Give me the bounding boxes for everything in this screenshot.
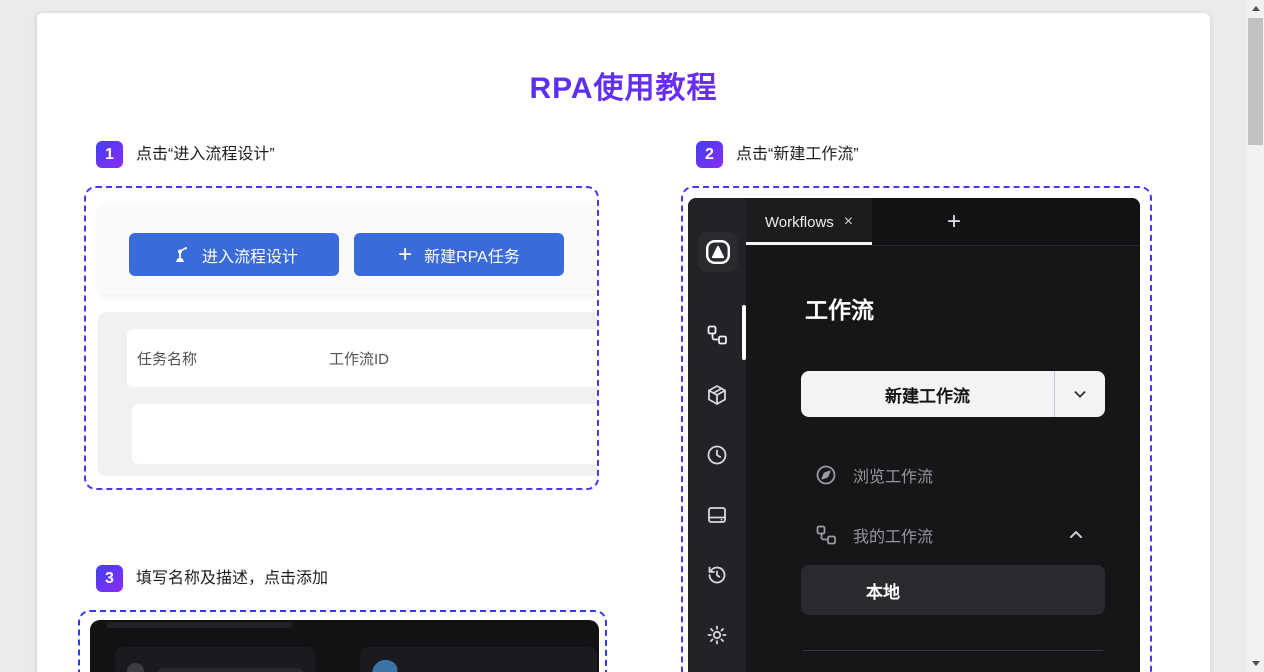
scrollbar-thumb[interactable] <box>1248 18 1263 145</box>
compass-icon <box>814 463 838 487</box>
split-button-divider <box>1054 371 1055 417</box>
menu-divider <box>803 650 1103 651</box>
my-workflows-label: 我的工作流 <box>853 529 934 546</box>
task-table-panel: 任务名称 工作流ID <box>98 312 597 476</box>
workflows-heading: 工作流 <box>805 297 874 323</box>
scroll-up-button[interactable] <box>1247 0 1264 17</box>
toolbar-panel: 进入流程设计 + 新建RPA任务 <box>98 204 597 294</box>
chevron-up-icon[interactable] <box>1066 525 1086 545</box>
workflow-icon <box>814 523 838 547</box>
plus-icon: + <box>398 240 413 268</box>
new-rpa-task-button[interactable]: + 新建RPA任务 <box>354 233 564 276</box>
screenshot-step-3 <box>78 610 607 672</box>
empty-table-row <box>132 404 597 464</box>
app-sidebar <box>688 198 746 672</box>
gear-icon[interactable] <box>705 623 729 647</box>
enter-process-design-button[interactable]: 进入流程设计 <box>129 233 339 276</box>
scroll-down-button[interactable] <box>1247 655 1264 672</box>
robot-arm-icon <box>170 245 190 265</box>
column-header-workflow-id: 工作流ID <box>329 350 390 368</box>
history-icon[interactable] <box>705 563 729 587</box>
screenshot-step-2: Workflows × + <box>681 186 1152 672</box>
new-tab-button[interactable]: + <box>946 208 961 235</box>
scrollbar[interactable] <box>1247 0 1264 672</box>
tab-workflows-label: Workflows <box>764 213 834 231</box>
app-logo-icon <box>368 655 404 672</box>
dialog-top-bar <box>106 622 292 628</box>
local-label: 本地 <box>866 582 900 602</box>
avatar <box>127 663 144 672</box>
menu-item-my-workflows[interactable]: 我的工作流 <box>814 521 933 549</box>
dark-dialog-window <box>90 620 599 672</box>
triangle-down-icon <box>1251 661 1260 666</box>
clock-icon[interactable] <box>705 443 729 467</box>
sidebar-active-indicator <box>742 305 746 360</box>
step-1-label: 点击“进入流程设计” <box>136 146 275 163</box>
new-rpa-task-label: 新建RPA任务 <box>424 248 520 266</box>
step-3-label: 填写名称及描述，点击添加 <box>136 570 329 587</box>
menu-item-local[interactable]: 本地 <box>801 565 1105 615</box>
app-logo-icon[interactable] <box>698 232 738 272</box>
name-field-card <box>115 647 315 672</box>
dark-app-window: Workflows × + <box>688 198 1140 672</box>
drive-icon[interactable] <box>705 503 729 527</box>
column-header-task-name: 任务名称 <box>137 350 198 368</box>
workflow-icon[interactable] <box>705 323 729 347</box>
new-workflow-button[interactable]: 新建工作流 <box>885 386 970 406</box>
close-icon[interactable]: × <box>843 213 854 230</box>
step-3-badge: 3 <box>96 565 123 592</box>
triangle-up-icon <box>1251 6 1260 11</box>
table-header-row: 任务名称 工作流ID <box>127 329 597 387</box>
chevron-down-icon[interactable] <box>1055 371 1105 417</box>
step-2-badge: 2 <box>696 141 723 168</box>
new-workflow-split-button[interactable]: 新建工作流 <box>801 371 1105 417</box>
enter-process-design-label: 进入流程设计 <box>201 248 298 266</box>
screenshot-step-1: 进入流程设计 + 新建RPA任务 任务名称 工作流ID <box>84 186 599 490</box>
package-icon[interactable] <box>705 383 729 407</box>
step-1-badge: 1 <box>96 141 123 168</box>
tutorial-document: RPA使用教程 1 点击“进入流程设计” 进入流程设计 <box>37 13 1210 672</box>
description-field-card <box>360 647 597 672</box>
tab-workflows[interactable]: Workflows × <box>746 198 872 246</box>
step-2-label: 点击“新建工作流” <box>736 146 859 163</box>
page-title: RPA使用教程 <box>37 63 1210 107</box>
browse-workflows-label: 浏览工作流 <box>853 469 934 486</box>
menu-item-browse-workflows[interactable]: 浏览工作流 <box>814 461 933 489</box>
name-input[interactable] <box>155 668 305 672</box>
active-tab-indicator <box>746 242 872 245</box>
tab-bar: Workflows × + <box>746 198 1140 246</box>
